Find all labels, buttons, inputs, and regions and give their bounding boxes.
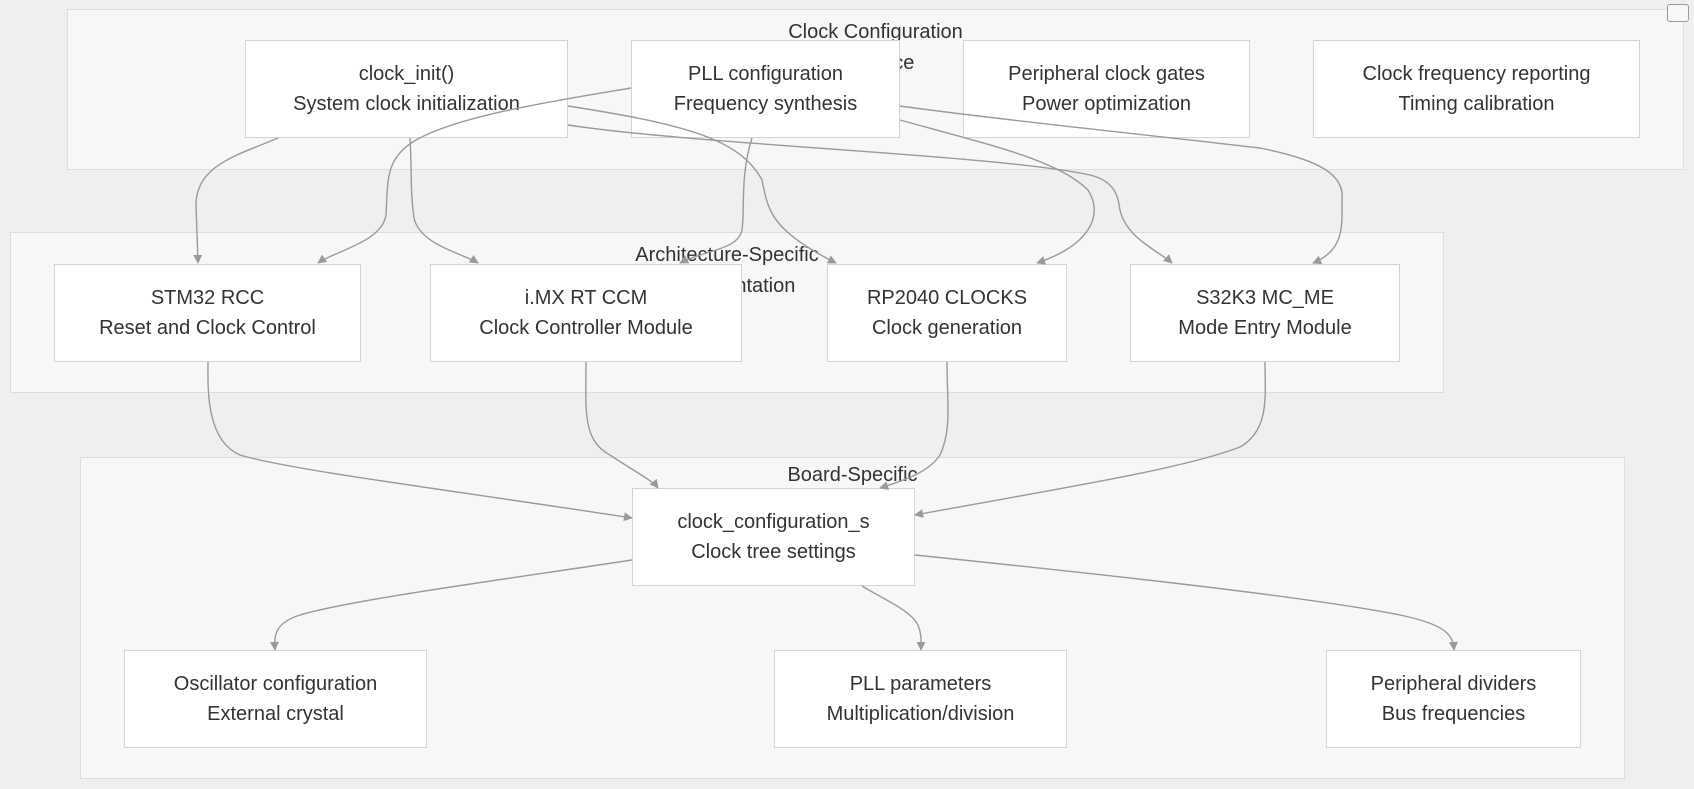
node-stm32-rcc[interactable]: STM32 RCC Reset and Clock Control — [54, 264, 361, 362]
node-title: i.MX RT CCM — [524, 287, 648, 309]
node-title: PLL parameters — [849, 673, 992, 695]
node-subtitle: Frequency synthesis — [673, 93, 858, 115]
node-title: STM32 RCC — [150, 287, 265, 309]
node-subtitle: Power optimization — [1022, 93, 1191, 115]
node-peripheral-clock-gates[interactable]: Peripheral clock gates Power optimizatio… — [963, 40, 1250, 138]
node-subtitle: Clock generation — [871, 317, 1023, 339]
node-title: Clock frequency reporting — [1362, 63, 1591, 85]
node-title: Peripheral clock gates — [1008, 63, 1205, 85]
node-title: S32K3 MC_ME — [1196, 287, 1334, 309]
node-pll-configuration[interactable]: PLL configuration Frequency synthesis — [631, 40, 900, 138]
node-title: clock_init() — [358, 63, 455, 85]
node-oscillator-configuration[interactable]: Oscillator configuration External crysta… — [124, 650, 427, 748]
node-pll-parameters[interactable]: PLL parameters Multiplication/division — [774, 650, 1067, 748]
node-clock-frequency-reporting[interactable]: Clock frequency reporting Timing calibra… — [1313, 40, 1640, 138]
node-title: PLL configuration — [688, 63, 843, 85]
corner-handle — [1667, 4, 1689, 22]
node-title: Oscillator configuration — [173, 673, 378, 695]
node-clock-init[interactable]: clock_init() System clock initialization — [245, 40, 568, 138]
node-clock-configuration-s[interactable]: clock_configuration_s Clock tree setting… — [632, 488, 915, 586]
node-subtitle: Timing calibration — [1398, 93, 1555, 115]
node-subtitle: External crystal — [207, 703, 344, 725]
node-subtitle: Multiplication/division — [826, 703, 1015, 725]
node-subtitle: Reset and Clock Control — [99, 317, 316, 339]
node-subtitle: Bus frequencies — [1381, 703, 1526, 725]
node-subtitle: Mode Entry Module — [1178, 317, 1352, 339]
node-title: Peripheral dividers — [1370, 673, 1537, 695]
node-s32k3-mc-me[interactable]: S32K3 MC_ME Mode Entry Module — [1130, 264, 1400, 362]
node-peripheral-dividers[interactable]: Peripheral dividers Bus frequencies — [1326, 650, 1581, 748]
node-rp2040-clocks[interactable]: RP2040 CLOCKS Clock generation — [827, 264, 1067, 362]
node-subtitle: System clock initialization — [293, 93, 520, 115]
node-title: RP2040 CLOCKS — [866, 287, 1028, 309]
node-subtitle: Clock tree settings — [691, 541, 856, 563]
node-imxrt-ccm[interactable]: i.MX RT CCM Clock Controller Module — [430, 264, 742, 362]
node-subtitle: Clock Controller Module — [479, 317, 693, 339]
node-title: clock_configuration_s — [677, 511, 870, 533]
